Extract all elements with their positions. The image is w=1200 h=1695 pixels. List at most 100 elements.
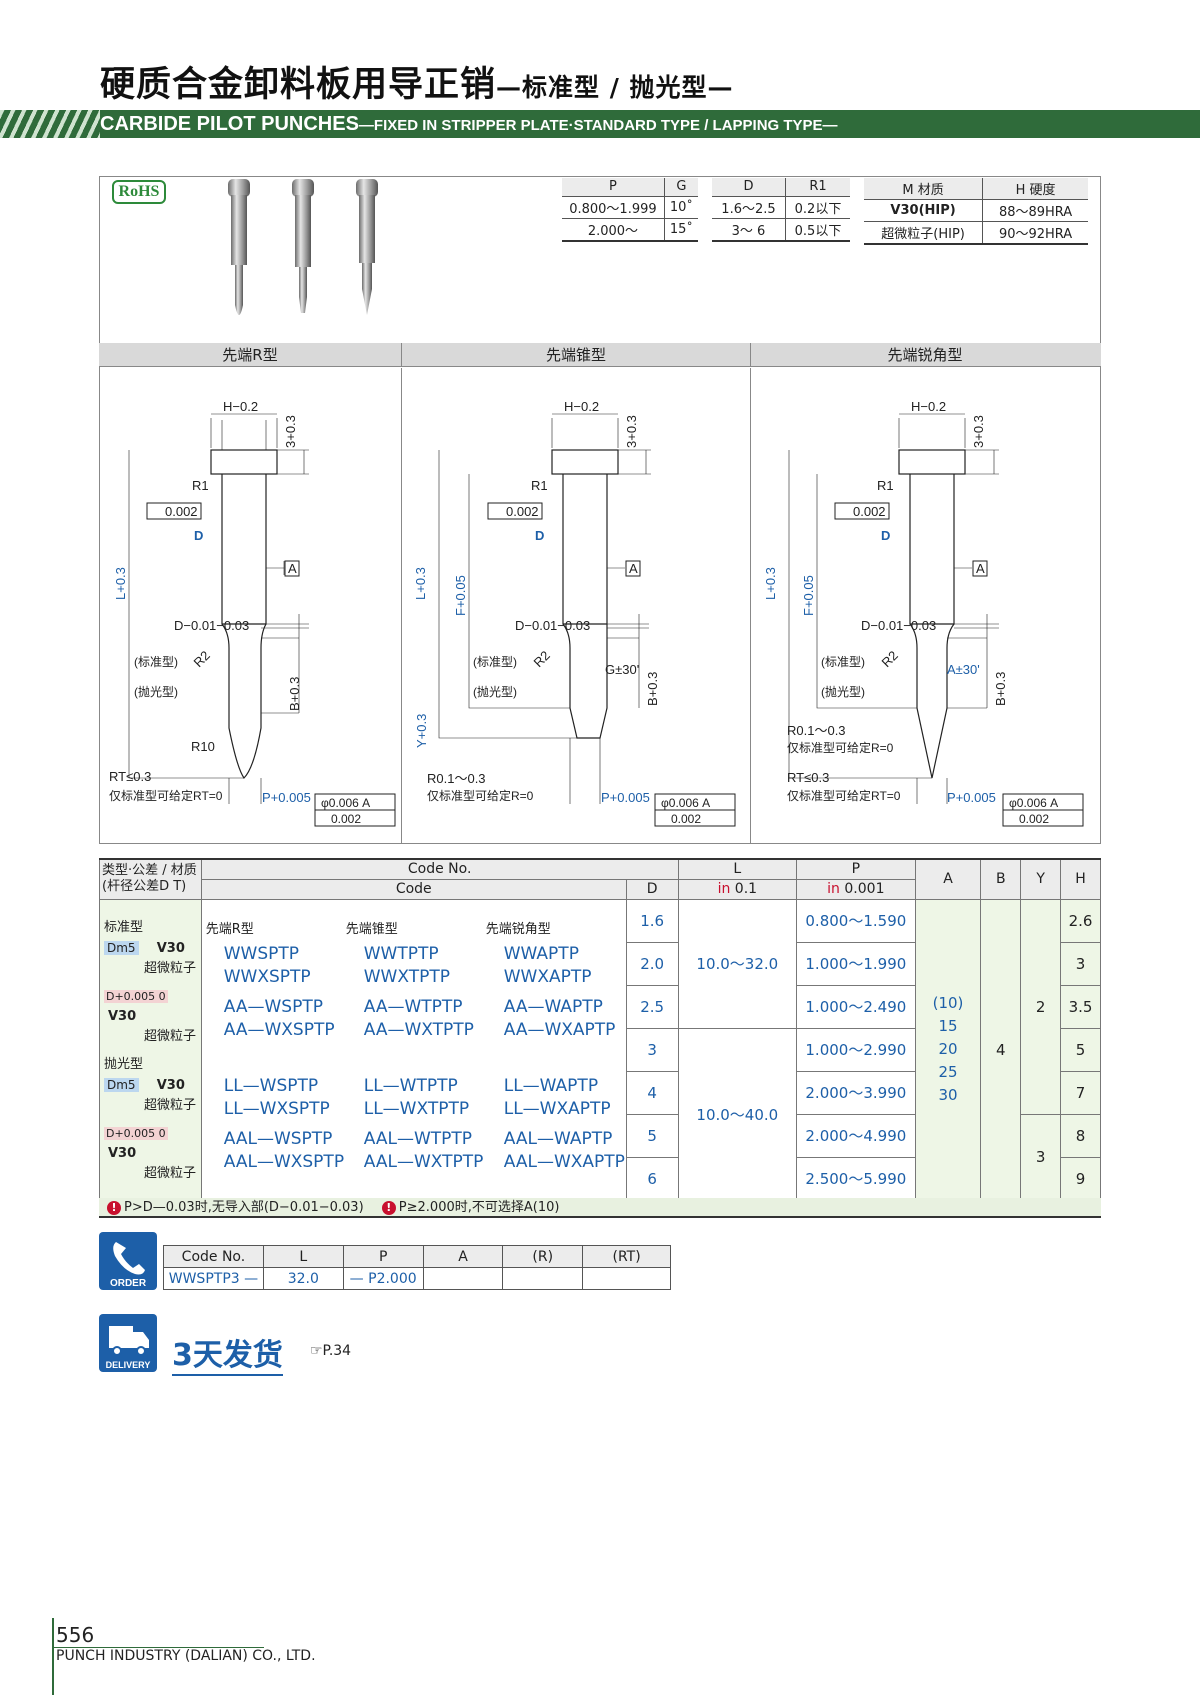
- label-std: (标准型): [473, 655, 517, 669]
- order-col-rt: (RT): [582, 1245, 671, 1268]
- label-rt: RT≤0.3: [109, 769, 151, 784]
- header-a: A: [914, 858, 982, 900]
- label-lap: (抛光型): [473, 684, 517, 699]
- label-a30: A±30': [947, 662, 980, 677]
- dim-l: L+0.3: [763, 567, 778, 600]
- label-r1: R1: [192, 478, 209, 493]
- header-p: P: [796, 858, 916, 880]
- cell-d: 2.0: [625, 941, 679, 986]
- label-r2: R2: [191, 648, 213, 670]
- cell: 0.800～1.999: [562, 196, 665, 219]
- cell: 88～89HRA: [982, 199, 1088, 222]
- cell-b: 4: [980, 898, 1022, 1201]
- drawing-cone-type: [438, 413, 651, 804]
- order-example-rt: [582, 1267, 671, 1290]
- label-lap: (抛光型): [821, 684, 865, 699]
- col-hardness: H 硬度: [982, 178, 1088, 200]
- title-band: [0, 110, 1200, 138]
- cell-d: 4: [625, 1070, 679, 1115]
- header-y: Y: [1020, 858, 1062, 900]
- order-example-r: [502, 1267, 584, 1290]
- code: LL—WXSPTP: [223, 1098, 330, 1119]
- drawing-r-panel: [99, 368, 402, 844]
- code: AA—WTPTP: [363, 996, 463, 1017]
- drawing-cone-panel: [402, 368, 751, 844]
- order-col-r: (R): [502, 1245, 584, 1268]
- runout-2: 0.002: [1019, 812, 1049, 826]
- variant-r: 先端R型: [99, 343, 402, 366]
- note-2: P≥2.000时,不可选择A(10): [398, 1200, 560, 1215]
- footer-line-h: [52, 1647, 264, 1648]
- header-d: D: [625, 878, 679, 900]
- delivery-page-ref[interactable]: ☞P.34: [310, 1343, 352, 1359]
- col-d: D: [712, 178, 786, 197]
- code: AAL—WXTPTP: [363, 1151, 484, 1172]
- dim-f: F+0.05: [801, 575, 816, 616]
- label-r1: R1: [531, 478, 548, 493]
- code: AA—WAPTP: [503, 996, 603, 1017]
- dim-h: H−0.2: [223, 399, 258, 414]
- cell-y-2: 3: [1020, 1113, 1062, 1201]
- order-example-code: WWSPTP3 —: [163, 1267, 264, 1290]
- dim-p: P+0.005: [262, 790, 311, 805]
- code: AAL—WXSPTP: [223, 1151, 345, 1172]
- main-spec-table: 类型·公差 / 材质(杆径公差D T) Code No. L P A B Y H…: [99, 858, 1101, 1201]
- header-b: B: [980, 858, 1022, 900]
- label-r10: R10: [191, 739, 215, 754]
- runout: φ0.006 A: [661, 796, 710, 810]
- order-example-p: — P2.000: [342, 1267, 424, 1290]
- cell: 0.2以下: [784, 196, 850, 219]
- page-title: 硬质合金卸料板用导正销—标准型 / 抛光型—: [100, 65, 734, 105]
- code: AAL—WXAPTP: [503, 1151, 625, 1172]
- runout: φ0.006 A: [321, 796, 370, 810]
- product-panel: [99, 176, 1101, 844]
- delivery-icon: DELIVERY: [99, 1314, 157, 1372]
- runout-2: 0.002: [331, 812, 361, 826]
- code: AA—WXSPTP: [223, 1019, 335, 1040]
- col-p: P: [562, 178, 665, 197]
- cell-h: 8: [1060, 1113, 1101, 1158]
- cell-p: 1.000～1.990: [796, 941, 916, 986]
- label-r1: R1: [877, 478, 894, 493]
- cell: V30(HIP): [864, 199, 983, 222]
- cell: 2.000～: [562, 218, 665, 242]
- note-1: P>D—0.03时,无导入部(D−0.01−0.03): [124, 1200, 364, 1215]
- cell-d: 6: [625, 1156, 679, 1201]
- datum-a: A: [976, 561, 985, 576]
- label-r2: R2: [879, 648, 901, 670]
- rohs-badge: RoHS: [112, 180, 166, 204]
- pin-cone-type: [292, 179, 314, 313]
- label-r2: R2: [531, 648, 553, 670]
- dim-f: F+0.05: [453, 575, 468, 616]
- cell-p: 2.000～4.990: [796, 1113, 916, 1158]
- cell: 1.6～2.5: [712, 196, 786, 219]
- label-dt: D: [881, 528, 890, 543]
- code: AA—WSPTP: [223, 996, 323, 1017]
- dim-y: Y+0.3: [414, 714, 429, 748]
- cell-l-range-2: 10.0～40.0: [677, 1027, 798, 1201]
- dtol-badge: D+0.005 0: [104, 989, 168, 1003]
- label-std: (标准型): [821, 655, 865, 669]
- product-photo: [228, 179, 378, 315]
- label-dt: D: [194, 528, 203, 543]
- col-r1: R1: [784, 178, 850, 197]
- cell-y-1: 2: [1020, 898, 1062, 1115]
- page-number: 556: [56, 1623, 95, 1647]
- delivery-text: 3天发货: [172, 1330, 283, 1376]
- label-rt: RT≤0.3: [787, 770, 829, 785]
- label-r-note: 仅标准型可给定R=0: [787, 740, 894, 755]
- company-name: PUNCH INDUSTRY (DALIAN) CO., LTD.: [56, 1648, 316, 1664]
- code: WWSPTP: [223, 943, 300, 964]
- technical-drawings: H−0.2 3+0.3 R1 0.002 D A L+0.3 D−0.01−0.…: [109, 399, 1084, 827]
- cell-h: 7: [1060, 1070, 1101, 1115]
- svg-text:ORDER: ORDER: [110, 1278, 147, 1289]
- code: WWXTPTP: [363, 966, 450, 987]
- type-lap: 抛光型: [104, 1056, 144, 1072]
- runout-2: 0.002: [671, 812, 701, 826]
- label-lap: (抛光型): [134, 684, 178, 699]
- order-example-l: 32.0: [262, 1267, 344, 1290]
- dim-l: L+0.3: [413, 567, 428, 600]
